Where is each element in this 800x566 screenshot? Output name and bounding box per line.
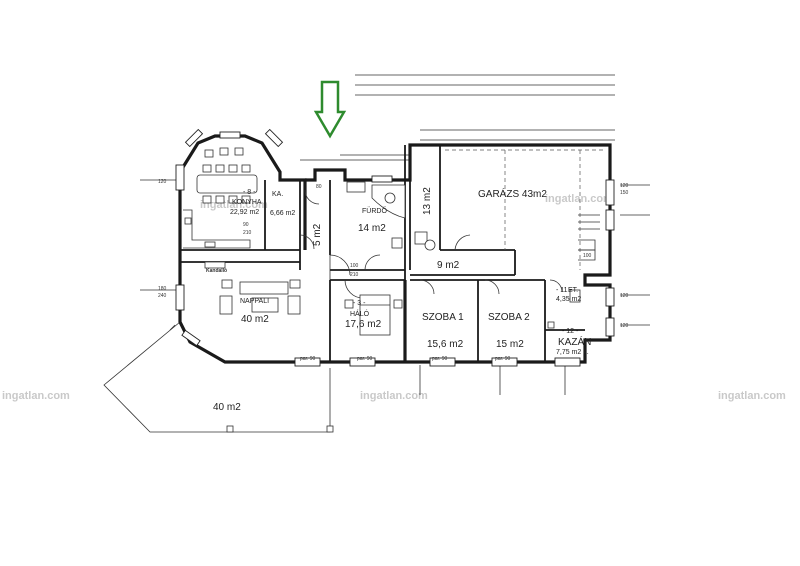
et-window-width: 120 (620, 293, 629, 299)
folyoso-area: 9 m2 (437, 260, 460, 271)
kazan-window-width: 120 (620, 323, 629, 329)
doors (299, 189, 600, 299)
szoba1-parapet: par. 90 (432, 356, 448, 362)
furdo-name: FÜRDŐ (362, 206, 387, 215)
eloter-door-width: 80 (316, 184, 322, 190)
entrance-arrow-icon (313, 80, 347, 139)
konyha-area: 22,92 m2 (230, 209, 259, 216)
windows (175, 128, 615, 367)
szoba2-name: SZOBA 2 (488, 312, 530, 323)
watermark-left: ingatlan.com (2, 390, 70, 402)
etkezo-area: 4,35 m2 (556, 296, 581, 303)
furdo-area: 14 m2 (358, 223, 386, 234)
kazan-area: 7,75 m2 k. (556, 349, 589, 356)
halo-parapet: par. 90 (357, 356, 373, 362)
watermark-right: ingatlan.com (718, 390, 786, 402)
szoba2-area: 15 m2 (496, 339, 524, 350)
kazan-number: - 12 - (562, 328, 579, 335)
watermark-small-2: ingatlan.com (545, 193, 613, 205)
nappali-name: NAPPALI (240, 298, 269, 305)
halo-door-height: 210 (350, 272, 359, 278)
dimension-lines (140, 74, 650, 395)
halo-number: - 3 - (353, 300, 366, 307)
halo-door-width: 100 (350, 263, 359, 269)
furniture (183, 147, 581, 336)
kamra-area: 6,66 m2 (270, 210, 295, 217)
halo-area: 17,6 m2 (345, 319, 382, 330)
annotations: Kandalló 90 210 100 210 80 par. 90 par. … (158, 179, 629, 362)
dining-chairs (202, 147, 251, 204)
etkezo-name: ET. (568, 287, 578, 294)
szoba2-parapet: par. 90 (495, 356, 511, 362)
kamra-name: KA. (272, 191, 283, 198)
konyha-door-width: 90 (243, 222, 249, 228)
terrace-outline (103, 321, 334, 433)
szoba1-name: SZOBA 1 (422, 312, 464, 323)
garazs-name: GARÁZS 43m2 (478, 187, 547, 200)
kandallo-label: Kandalló (206, 268, 227, 274)
garazs-window-width: 120 (620, 183, 629, 189)
halo-name: HÁLÓ (350, 309, 370, 318)
watermark-layer: ingatlan.com ingatlan.com ingatlan.com i… (2, 193, 786, 402)
konyha-number: - 8 - (243, 189, 256, 196)
garazs-door-width: 100 (583, 253, 592, 259)
szoba1-area: 15,6 m2 (427, 339, 464, 350)
room-labels: - 8 - KONYHA 22,92 m2 KA. 6,66 m2 5 m2 F… (213, 187, 591, 413)
kazan-name: KAZÁN (558, 335, 591, 348)
tarolo-area: 13 m2 (422, 187, 433, 215)
eloter-area: 5 m2 (312, 223, 323, 246)
nappali-parapet: par. 90 (300, 356, 316, 362)
watermark-center: ingatlan.com (360, 390, 428, 402)
konyha-door-height: 210 (243, 230, 252, 236)
konyha-name: KONYHA (232, 199, 262, 206)
garazs-window-height: 150 (620, 190, 629, 196)
nappali-area: 40 m2 (241, 314, 269, 325)
nappali-window-height: 240 (158, 293, 167, 299)
nappali-window-width: 180 (158, 286, 167, 292)
terasz-area: 40 m2 (213, 402, 241, 413)
etkezo-number: - 11 - (556, 287, 572, 294)
konyha-window-width: 120 (158, 179, 167, 185)
